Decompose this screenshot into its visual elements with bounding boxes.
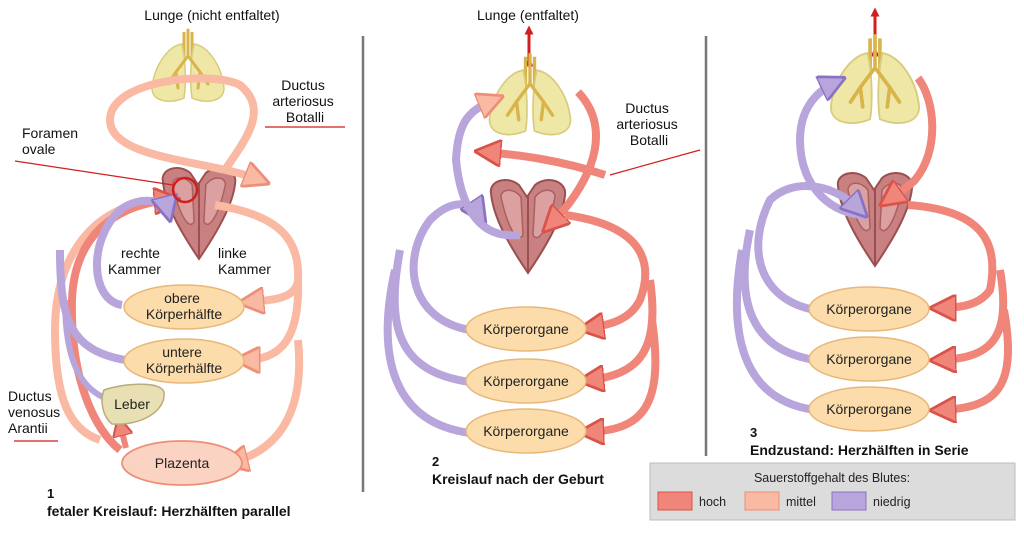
organ-body-label: Körperorgane (826, 301, 912, 317)
vessel-high (588, 319, 660, 432)
panel-number: 3 (750, 425, 757, 440)
vessel-high (907, 201, 997, 308)
vessel-mid (244, 279, 303, 360)
vessel-high (120, 424, 126, 449)
legend-swatch-low (831, 491, 867, 511)
panel-1: Lunge (nicht entfaltet) Ductus arteriosu… (8, 7, 345, 519)
foramen-leader-line (14, 160, 174, 186)
vessel-low (56, 249, 126, 364)
organ-body-label: Körperorgane (826, 401, 912, 417)
legend-swatch-high (657, 491, 693, 511)
foramen-ovale-label: Foramen ovale (22, 125, 82, 157)
vessel-low (62, 299, 112, 403)
lung-label: Lunge (entfaltet) (477, 7, 579, 23)
vessel-high (888, 75, 937, 200)
organ-lower-body (123, 338, 245, 384)
vessel-high (485, 152, 607, 179)
vessel-high (564, 211, 650, 328)
organ-upper-body-label: obere Körperhälfte (146, 290, 222, 322)
foramen-ovale-marker (171, 176, 199, 204)
vessel-high (940, 309, 1012, 410)
vessel-mid (232, 339, 304, 462)
panel-caption: fetaler Kreislauf: Herzhälften parallel (47, 503, 291, 519)
organ-body-label: Körperorgane (826, 351, 912, 367)
organ-lower-body-label: untere Körperhälfte (146, 344, 222, 376)
panel-3: Körperorgane Körperorgane Körperorgane 3… (732, 7, 1012, 458)
panel-caption: Endzustand: Herzhälften in Serie (750, 442, 969, 458)
lung-label: Lunge (nicht entfaltet) (144, 7, 279, 23)
organ-body (465, 358, 587, 404)
vessel-low (383, 269, 471, 437)
lung-icon (150, 28, 226, 103)
legend-label-high: hoch (699, 495, 726, 509)
vessel-high (588, 279, 657, 380)
panel-caption: Kreislauf nach der Geburt (432, 471, 604, 487)
vessel-low (451, 100, 521, 240)
organ-body (465, 306, 587, 352)
placenta-shape (121, 440, 243, 486)
vessel-low (740, 229, 816, 364)
ductus-venosus-label: Ductus venosus Arantii (8, 388, 64, 436)
legend-swatch-mid (744, 491, 780, 511)
panel-number: 1 (47, 486, 54, 501)
left-ventricle-label: linke Kammer (218, 245, 271, 277)
organ-body-label: Körperorgane (483, 373, 569, 389)
ductus-arteriosus-label: Ductus arteriosus Botalli (616, 100, 681, 148)
liver-label: Leber (114, 396, 150, 412)
organ-body (808, 386, 930, 432)
lung-icon (829, 34, 921, 125)
vessel-high (550, 89, 600, 225)
panel-2: Lunge (entfaltet) Ductus arteriosus Bota… (383, 7, 701, 487)
lung-icon (487, 52, 573, 137)
organ-body-label: Körperorgane (483, 321, 569, 337)
organ-body (808, 336, 930, 382)
right-ventricle-label: rechte Kammer (108, 245, 164, 277)
liver-shape (101, 383, 165, 425)
organ-body (465, 408, 587, 454)
placenta-label: Plazenta (155, 455, 210, 471)
organ-body (808, 286, 930, 332)
organ-body-label: Körperorgane (483, 423, 569, 439)
vessel-high (940, 269, 1008, 360)
legend-title: Sauerstoffgehalt des Blutes: (754, 471, 910, 485)
vessel-low (93, 201, 168, 309)
ductus-arteriosus-leader-line (609, 149, 701, 176)
panel-number: 2 (432, 454, 439, 469)
legend-label-low: niedrig (873, 495, 911, 509)
ductus-arteriosus-label: Ductus arteriosus Botalli (272, 77, 337, 125)
vessel-mid (105, 74, 260, 180)
organ-upper-body (123, 284, 245, 330)
legend: Sauerstoffgehalt des Blutes: hoch mittel… (649, 462, 1016, 521)
vessel-low (732, 249, 816, 414)
legend-label-mid: mittel (786, 495, 816, 509)
vessel-mid (214, 201, 303, 302)
vessel-low (409, 204, 480, 334)
vessel-low (754, 182, 860, 314)
